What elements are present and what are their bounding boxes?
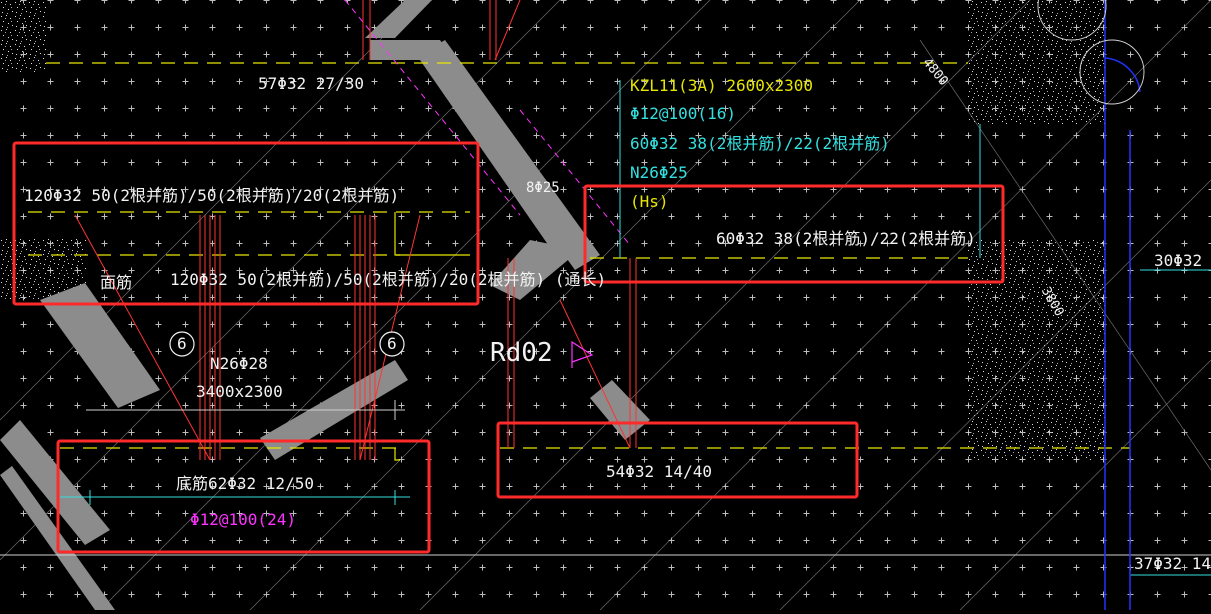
axis-bubble-top xyxy=(1037,0,1107,41)
highlight-box-bottom-left xyxy=(56,439,431,554)
left-mid-rebar: 120Φ32 50(2根并筋)/50(2根并筋)/20(2根并筋) (通长) xyxy=(170,270,607,289)
axis-bubble-right xyxy=(1079,39,1145,105)
bottom-stirrup: Φ12@100(24) xyxy=(190,510,296,529)
highlight-box-bottom-mid xyxy=(496,421,859,499)
magenta-lines xyxy=(344,0,631,246)
kzl-boxed-rebar: 60Φ32 38(2根并筋)/22(2根并筋) xyxy=(716,229,976,248)
beam-side-rebar: N26Φ28 xyxy=(210,354,268,373)
kzl-hs: (Hs) xyxy=(630,192,669,211)
bottom-mid-rebar: 54Φ32 14/40 xyxy=(606,462,712,481)
face-rebar-label: 面筋 xyxy=(100,273,133,292)
beam-outlines xyxy=(394,212,470,461)
section-marker-a-circle xyxy=(169,331,195,357)
axis-lines xyxy=(1104,0,1141,610)
right-top-rebar: 30Φ32 xyxy=(1154,251,1203,270)
diagonal-rebar-label: 8Φ25 xyxy=(526,180,560,196)
bottom-left-rebar: 底筋62Φ32 12/50 xyxy=(176,474,314,493)
level-flag xyxy=(571,340,594,368)
beam-name: Rd02 xyxy=(490,338,553,368)
highlight-box-kzl xyxy=(583,184,1005,284)
rebar-lines xyxy=(74,0,637,461)
section-marker-b: 6 xyxy=(387,334,397,353)
white-lines xyxy=(0,400,1211,556)
left-top-rebar: 120Φ32 50(2根并筋)/50(2根并筋)/20(2根并筋) xyxy=(24,186,400,205)
kzl-stirrup: Φ12@100(16) xyxy=(630,104,736,123)
section-marker-a: 6 xyxy=(177,334,187,353)
section-marker-b-circle xyxy=(379,331,405,357)
dimension-lines xyxy=(60,80,1211,576)
concrete-hatch-right xyxy=(968,240,1105,460)
top-bar-label: 57Φ32 27/30 xyxy=(258,74,364,93)
highlight-boxes xyxy=(12,141,1005,554)
kzl-top-rebar: 60Φ32 38(2根并筋)/22(2根并筋) xyxy=(630,134,890,153)
right-bottom-rebar: 37Φ32 14 xyxy=(1134,554,1211,573)
kzl-side-rebar: N26Φ25 xyxy=(630,163,688,182)
dashed-lines xyxy=(28,62,1130,449)
concrete-hatch-top-right xyxy=(968,0,1105,124)
highlight-box-left-top xyxy=(12,141,480,306)
kzl-title: KZL11(3A) 2600x2300 xyxy=(630,76,814,95)
beam-size: 3400x2300 xyxy=(196,382,283,401)
concrete-hatch-top-left xyxy=(0,0,46,72)
